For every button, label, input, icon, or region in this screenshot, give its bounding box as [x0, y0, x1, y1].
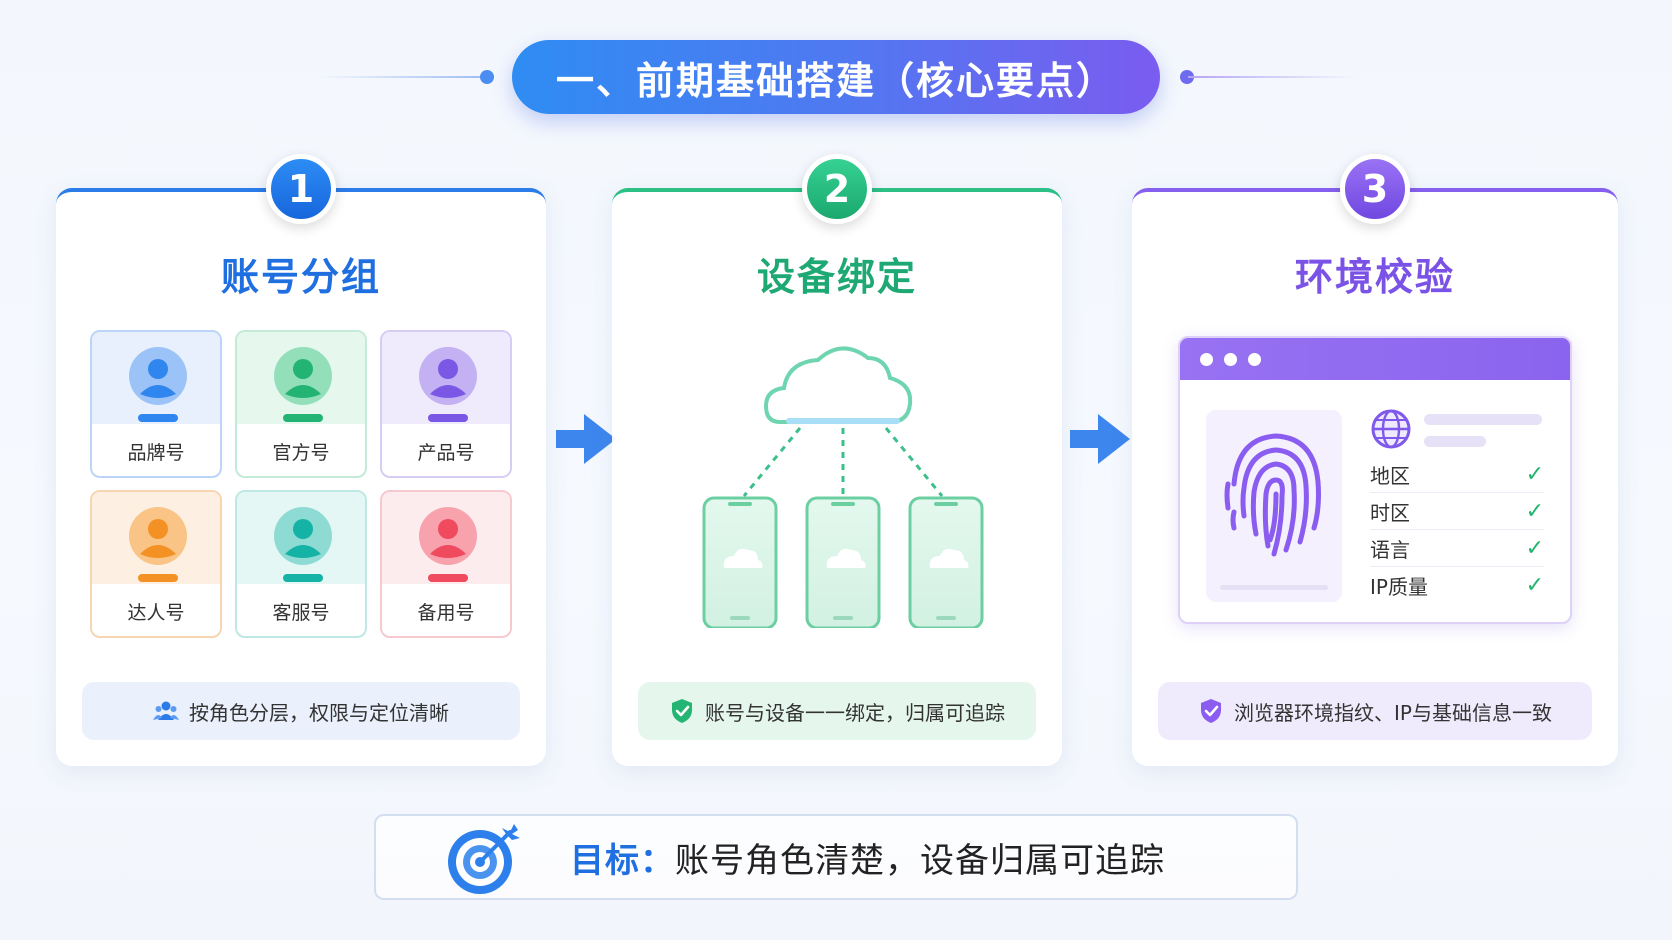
placeholder-line	[1424, 414, 1542, 425]
cloud-icon	[763, 346, 913, 424]
account-label: 客服号	[272, 602, 330, 624]
placeholder-line	[1424, 436, 1486, 447]
account-tile-influencer: 达人号	[90, 490, 222, 638]
account-tile-brand: 品牌号	[90, 330, 222, 478]
goal-body: 账号角色清楚，设备归属可追踪	[675, 840, 1165, 881]
card-note-text: 按角色分层，权限与定位清晰	[189, 700, 449, 725]
user-avatar-icon	[419, 347, 477, 405]
account-label: 产品号	[417, 442, 475, 464]
users-icon	[153, 701, 179, 720]
target-icon	[448, 824, 520, 894]
right-arrow-icon	[1070, 414, 1130, 464]
checkmark-icon: ✓	[1525, 498, 1544, 524]
window-dot-icon	[1200, 353, 1213, 366]
section-title: 一、前期基础搭建（核心要点）	[512, 40, 1160, 114]
phone-icon	[702, 496, 778, 628]
account-tile-backup: 备用号	[380, 490, 512, 638]
user-avatar-icon	[129, 347, 187, 405]
card-environment-check: 3 环境校验	[1132, 154, 1618, 766]
phone-icon	[908, 496, 984, 628]
card-device-binding: 2 设备绑定	[612, 154, 1062, 766]
checkmark-icon: ✓	[1525, 461, 1544, 487]
check-label: 语言	[1370, 537, 1410, 562]
check-row-ip-quality: IP质量 ✓	[1370, 567, 1544, 604]
goal-banner: 目标： 账号角色清楚，设备归属可追踪	[374, 814, 1298, 900]
account-type-grid: 品牌号 官方号 产品号 达人	[90, 330, 512, 638]
header-decor-dot-right	[1180, 70, 1194, 84]
step-number-badge: 3	[1340, 154, 1410, 224]
check-label: 时区	[1370, 500, 1410, 525]
check-label: IP质量	[1370, 575, 1428, 599]
fingerprint-panel	[1206, 410, 1342, 602]
account-label: 达人号	[127, 602, 185, 624]
browser-title-bar	[1180, 338, 1570, 380]
card-account-grouping: 1 账号分组 品牌号 官方号	[56, 154, 546, 766]
card-note: 按角色分层，权限与定位清晰	[82, 682, 520, 740]
card-note-text: 账号与设备一一绑定，归属可追踪	[705, 700, 1005, 725]
account-tile-product: 产品号	[380, 330, 512, 478]
fingerprint-icon	[1224, 433, 1321, 557]
right-arrow-icon	[556, 414, 616, 464]
checkmark-icon: ✓	[1525, 573, 1544, 598]
check-label: 地区	[1370, 463, 1410, 488]
user-avatar-icon	[274, 347, 332, 405]
window-dot-icon	[1248, 353, 1261, 366]
checkmark-icon: ✓	[1525, 535, 1544, 561]
account-label: 官方号	[272, 442, 330, 464]
browser-window: 地区 ✓ 时区 ✓ 语言 ✓ IP质量 ✓	[1178, 336, 1572, 624]
step-number-badge: 2	[802, 154, 872, 224]
check-row-language: 语言 ✓	[1370, 530, 1544, 567]
goal-text: 目标： 账号角色清楚，设备归属可追踪	[570, 816, 1165, 898]
user-avatar-icon	[274, 507, 332, 565]
card-title: 设备绑定	[756, 255, 917, 299]
account-label: 备用号	[417, 602, 475, 624]
account-label: 品牌号	[127, 442, 185, 464]
globe-icon	[1371, 409, 1411, 449]
phone-icon	[805, 496, 881, 628]
card-title: 账号分组	[220, 255, 381, 299]
header-decor-line-right	[1188, 76, 1358, 78]
header-decor-dot-left	[480, 70, 494, 84]
shield-check-icon	[672, 699, 692, 723]
card-note: 浏览器环境指纹、IP与基础信息一致	[1158, 682, 1592, 740]
goal-prefix: 目标：	[570, 840, 675, 881]
environment-check-list: 地区 ✓ 时区 ✓ 语言 ✓ IP质量 ✓	[1370, 456, 1544, 604]
account-tile-support: 客服号	[235, 490, 367, 638]
user-avatar-icon	[419, 507, 477, 565]
card-title: 环境校验	[1294, 255, 1455, 299]
window-dot-icon	[1224, 353, 1237, 366]
account-tile-official: 官方号	[235, 330, 367, 478]
card-note: 账号与设备一一绑定，归属可追踪	[638, 682, 1036, 740]
check-row-region: 地区 ✓	[1370, 456, 1544, 493]
user-avatar-icon	[129, 507, 187, 565]
step-number-badge: 1	[266, 154, 336, 224]
header-decor-line-left	[318, 76, 488, 78]
check-row-timezone: 时区 ✓	[1370, 493, 1544, 530]
shield-check-icon	[1201, 699, 1222, 723]
cloud-device-diagram	[702, 346, 984, 628]
card-note-text: 浏览器环境指纹、IP与基础信息一致	[1234, 700, 1552, 725]
